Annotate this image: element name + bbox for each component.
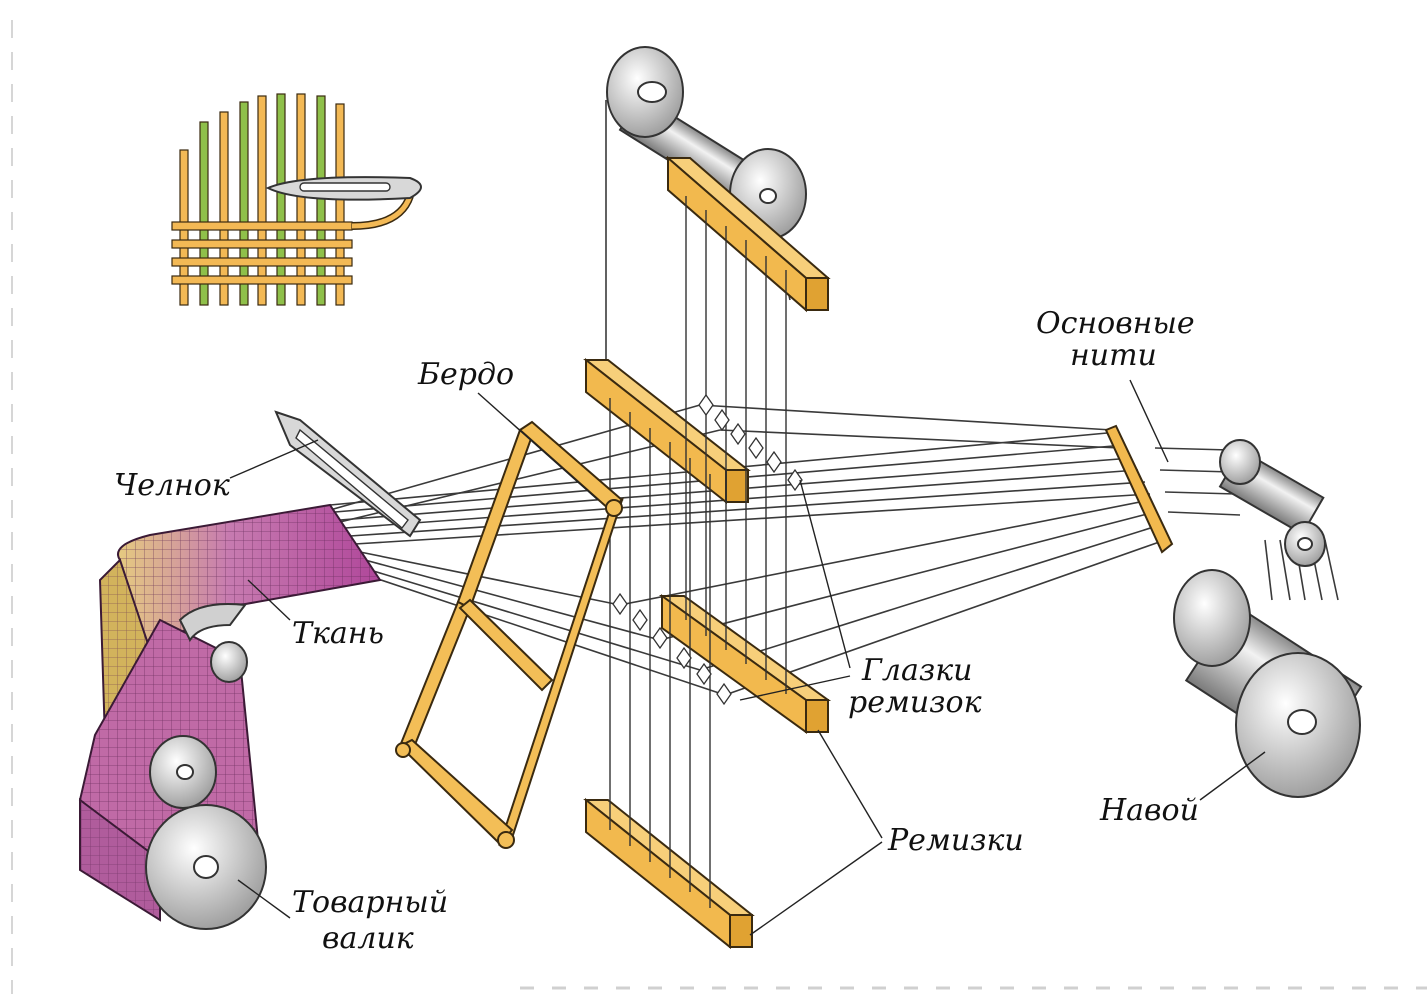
label-shuttle: Челнок — [114, 468, 230, 503]
label-fabric: Ткань — [292, 616, 384, 651]
weave-inset — [172, 94, 421, 305]
label-reed: Бердо — [417, 357, 514, 392]
label-warp-beam: Навой — [1099, 793, 1199, 828]
reed-frame — [396, 422, 622, 848]
label-heddle-eyes-1: Глазки — [861, 653, 972, 688]
label-warp-threads-1: Основные — [1036, 306, 1195, 341]
label-heddle-frames: Ремизки — [887, 823, 1024, 858]
label-heddle-eyes-2: ремизок — [848, 685, 982, 720]
back-slat — [1106, 426, 1172, 552]
heddle-frames — [586, 158, 828, 947]
label-warp-threads-2: нити — [1070, 338, 1157, 373]
fabric-cloth — [80, 505, 380, 929]
label-cloth-roller-2: валик — [322, 921, 414, 956]
label-cloth-roller-1: Товарный — [292, 885, 448, 920]
